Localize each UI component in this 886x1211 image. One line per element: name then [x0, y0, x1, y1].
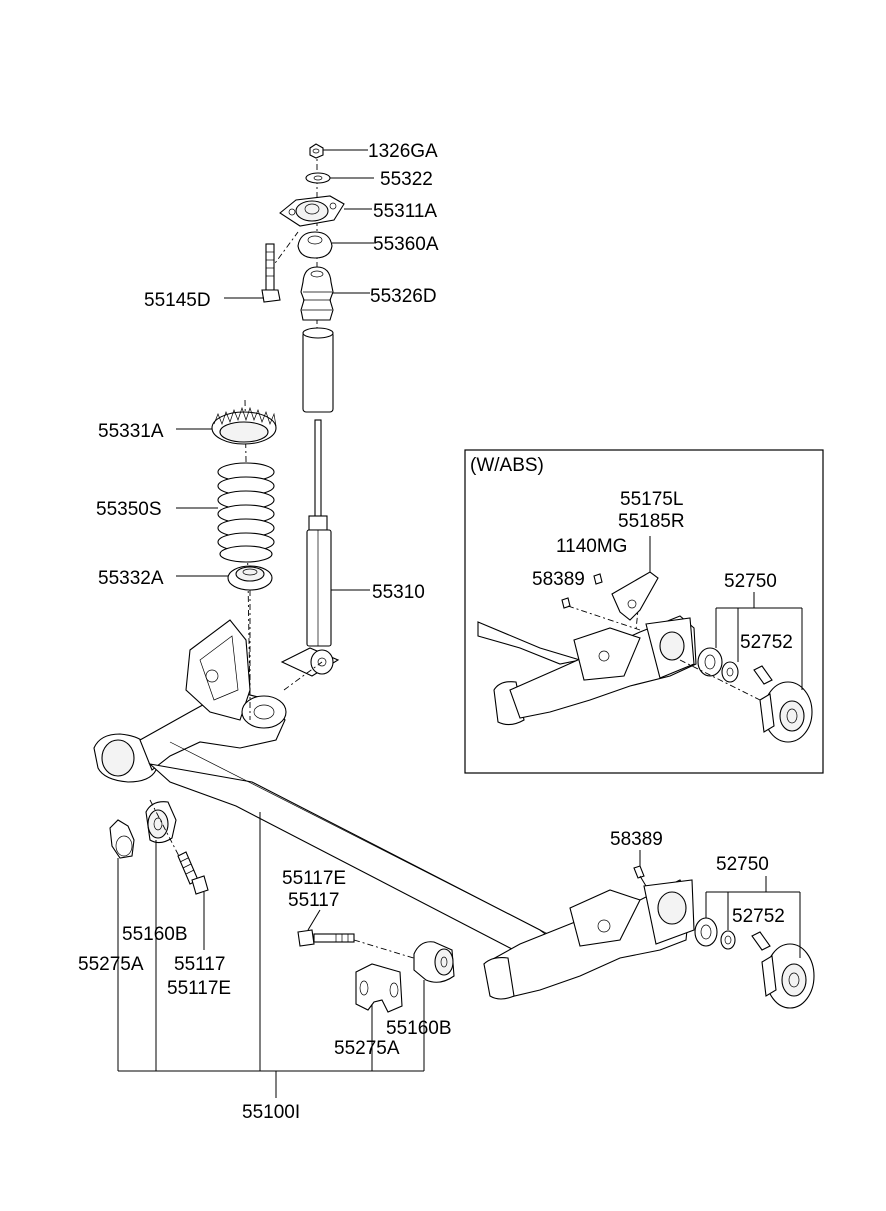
- mount-bracket-55311A: [279, 195, 345, 227]
- label-52752-main: 52752: [732, 906, 785, 927]
- label-55326D: 55326D: [370, 286, 437, 307]
- label-55100I: 55100I: [242, 1102, 300, 1123]
- spring-upper-seat-55331A: [211, 406, 277, 445]
- hub-parts-main: [633, 865, 815, 1009]
- bolt-hub-main: [751, 931, 771, 951]
- spring-lower-seat-55332A: [227, 565, 273, 591]
- label-55185R: 55185R: [618, 511, 685, 532]
- label-55332A: 55332A: [98, 568, 164, 589]
- torsion-axle-55100I: [93, 619, 695, 1000]
- hub-52750-main: [761, 943, 815, 1009]
- label-52752-abs: 52752: [740, 632, 793, 653]
- label-55117-top: 55117: [288, 890, 339, 911]
- label-55175L: 55175L: [620, 489, 683, 510]
- dust-cap-55360A: [297, 231, 333, 259]
- shock-absorber-assembly: [261, 143, 345, 677]
- abs-bolt: [753, 665, 773, 685]
- right-bushing-parts: [297, 929, 455, 1013]
- abs-seal-52750: [697, 647, 723, 677]
- label-55117-left: 55117: [174, 954, 225, 975]
- label-55322: 55322: [380, 169, 433, 190]
- seal-52750-main: [694, 917, 718, 947]
- label-55145D: 55145D: [144, 290, 211, 311]
- label-55331A: 55331A: [98, 421, 164, 442]
- label-52750-abs: 52750: [724, 571, 777, 592]
- abs-washer-52752: [721, 661, 739, 683]
- label-55117E-left: 55117E: [167, 978, 231, 999]
- label-55275A-right: 55275A: [334, 1038, 400, 1059]
- abs-inset-box: (W/ABS): [464, 449, 824, 774]
- nut-1326GA: [309, 143, 324, 159]
- left-bushing-parts: [109, 799, 209, 895]
- abs-box-title: (W/ABS): [470, 455, 544, 476]
- coil-spring-55350S: [217, 462, 275, 563]
- abs-sensor-bracket-55175L: [611, 571, 659, 621]
- abs-hub: [679, 659, 813, 743]
- label-55160B-right: 55160B: [386, 1018, 452, 1039]
- bracket-55275A-right: [355, 963, 403, 1013]
- dust-boot: [302, 327, 334, 413]
- bolt-55117-right: [297, 929, 421, 961]
- label-1326GA: 1326GA: [368, 141, 438, 162]
- bump-stopper-55326D: [300, 266, 334, 321]
- label-58389-abs: 58389: [532, 569, 585, 590]
- label-52750-main: 52750: [716, 854, 769, 875]
- label-55310: 55310: [372, 582, 425, 603]
- bushing-55160B-right: [413, 941, 455, 983]
- coil-spring-assembly: [211, 399, 277, 701]
- bracket-55275A-left: [109, 819, 135, 859]
- label-55117E-top: 55117E: [282, 868, 346, 889]
- shock-absorber-55310: [280, 419, 340, 677]
- label-55311A: 55311A: [373, 201, 437, 222]
- bolt-55117-left: [149, 799, 209, 895]
- label-55160B-left: 55160B: [122, 924, 188, 945]
- abs-screw-1140MG: [593, 573, 603, 585]
- washer-52752-main: [720, 930, 736, 950]
- label-58389-main: 58389: [610, 829, 663, 850]
- leader-lines: [117, 149, 801, 1098]
- label-55275A-left: 55275A: [78, 954, 144, 975]
- label-1140MG: 1140MG: [556, 536, 627, 557]
- abs-screw-58389: [561, 597, 641, 631]
- screw-58389-main: [633, 865, 647, 887]
- washer-55322: [305, 172, 331, 184]
- part-labels: 1326GA 55322 55311A 55360A 55145D 55326D…: [78, 141, 785, 1123]
- abs-inset-axle: [477, 589, 697, 726]
- label-55350S: 55350S: [96, 499, 162, 520]
- label-55360A: 55360A: [373, 234, 439, 255]
- bolt-55145D: [261, 231, 299, 303]
